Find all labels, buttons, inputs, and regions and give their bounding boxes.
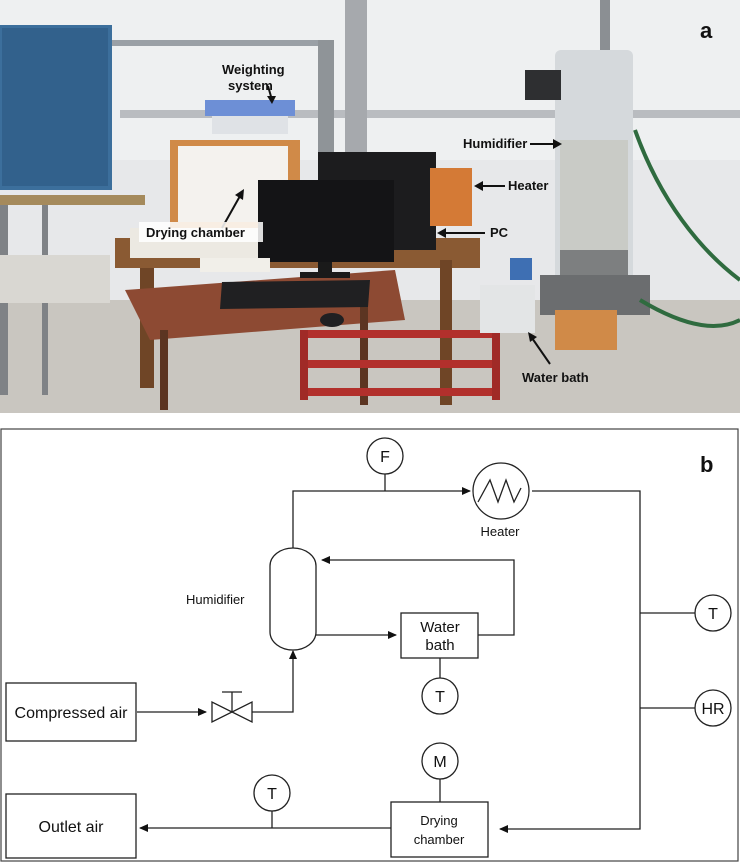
outlet-air-label: Outlet air <box>39 819 105 836</box>
water-bath-label-line2: bath <box>425 637 454 654</box>
temperature-sensor-outlet-label: T <box>267 786 277 803</box>
heater-label: Heater <box>508 178 548 193</box>
pipe-heater-to-drying-chamber <box>499 490 641 833</box>
flow-sensor: F <box>366 437 404 475</box>
compressed-air-label: Compressed air <box>15 705 129 722</box>
panel-a-letter: a <box>700 18 713 43</box>
diagram-frame <box>0 428 739 862</box>
pc-label: PC <box>490 225 509 240</box>
humidifier-vessel <box>269 547 317 651</box>
lab-photo: Weighting system Humidifier Heater Dryin… <box>0 0 740 413</box>
mass-sensor: M <box>421 742 459 780</box>
temperature-sensor-water-bath-label: T <box>435 689 445 706</box>
water-bath-block: Water bath <box>400 612 479 659</box>
pipe-valve-to-humidifier <box>252 650 297 713</box>
heater-label: Heater <box>480 524 520 539</box>
panel-b-letter: b <box>700 452 713 477</box>
process-diagram: Compressed air Outlet air Humidifier Hea… <box>0 428 739 862</box>
humidity-sensor-label: HR <box>701 701 724 718</box>
mass-sensor-label: M <box>433 754 446 771</box>
temperature-sensor-right: T <box>694 594 732 632</box>
drying-chamber-label: Drying chamber <box>146 225 245 240</box>
humidifier-label: Humidifier <box>463 136 527 151</box>
outlet-air-block: Outlet air <box>5 793 137 859</box>
drying-chamber-label-line2: chamber <box>414 832 465 847</box>
weighting-system-label-line1: Weighting <box>222 62 285 77</box>
compressed-air-block: Compressed air <box>5 682 137 742</box>
heater-icon <box>472 462 530 520</box>
temperature-sensor-outlet: T <box>253 774 291 812</box>
pipe-water-bath-return <box>321 556 515 636</box>
photo-panel: Weighting system Humidifier Heater Dryin… <box>0 0 740 413</box>
weighting-system-label-line2: system <box>228 78 273 93</box>
flow-sensor-label: F <box>380 449 390 466</box>
humidity-sensor-right: HR <box>694 689 732 727</box>
humidifier-label: Humidifier <box>186 592 245 607</box>
drying-chamber-label-line1: Drying <box>420 813 458 828</box>
temperature-sensor-right-label: T <box>708 606 718 623</box>
water-bath-label-line1: Water <box>420 619 459 636</box>
water-bath-label: Water bath <box>522 370 589 385</box>
pipe-humidifier-to-heater <box>292 487 471 548</box>
temperature-sensor-water-bath: T <box>421 677 459 715</box>
drying-chamber-block: Drying chamber <box>390 801 489 858</box>
process-diagram-panel: Compressed air Outlet air Humidifier Hea… <box>0 428 740 863</box>
valve-icon <box>211 691 253 724</box>
